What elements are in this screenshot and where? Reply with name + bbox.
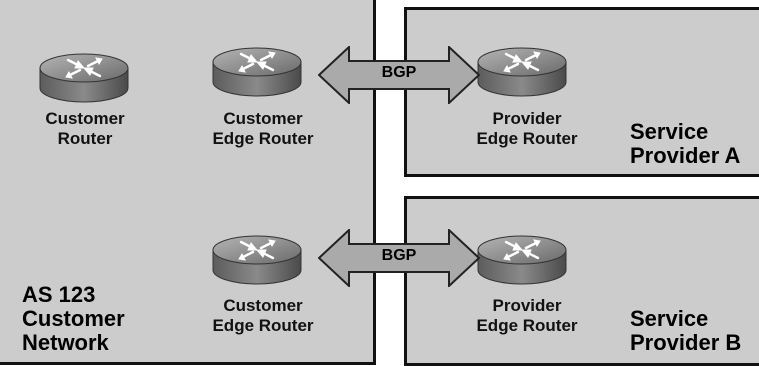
provider-b-edge-router-label: Provider Edge Router	[476, 296, 578, 335]
bgp-link-top-label: BGP	[381, 64, 417, 81]
customer-edge-router-top-label: Customer Edge Router	[212, 109, 314, 148]
customer-network-label: AS 123 Customer Network	[22, 282, 125, 355]
bgp-link-bottom-label: BGP	[381, 247, 417, 264]
router-icon	[38, 52, 130, 104]
service-provider-b-label: Service Provider B	[630, 306, 742, 355]
provider-a-edge-router-label: Provider Edge Router	[476, 109, 578, 148]
router-icon	[211, 46, 303, 98]
router-icon	[476, 234, 568, 286]
service-provider-a-panel	[404, 7, 759, 177]
router-icon	[211, 234, 303, 286]
customer-edge-router-bottom-label: Customer Edge Router	[212, 296, 314, 335]
service-provider-a-label: Service Provider A	[630, 119, 741, 168]
customer-router-label: Customer Router	[45, 109, 125, 148]
router-icon	[476, 46, 568, 98]
